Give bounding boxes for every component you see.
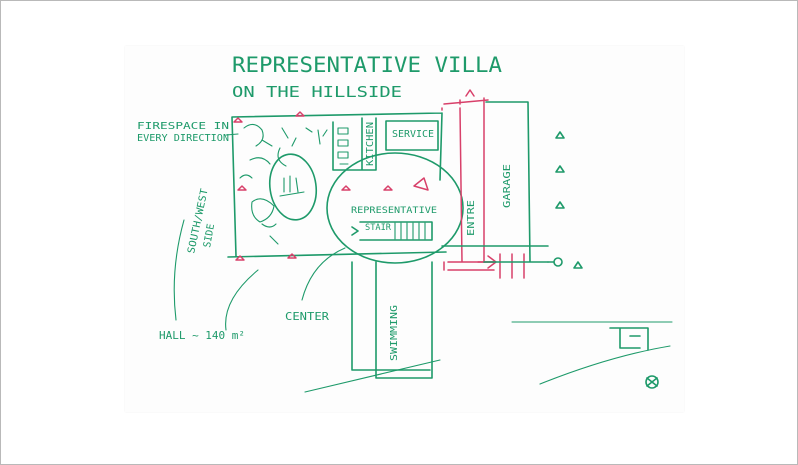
label-representative: REPRESENTATIVE	[351, 206, 437, 216]
pink-marker-3	[235, 255, 245, 261]
pink-marker-5	[341, 185, 351, 191]
stair-treads	[394, 222, 426, 240]
entry-steps	[499, 253, 525, 279]
pink-marker-8	[413, 177, 429, 191]
service-room	[385, 120, 439, 151]
label-stair: STAIR	[365, 223, 392, 233]
north-arrow-cross	[646, 377, 658, 387]
hall-leader	[225, 269, 259, 331]
view-marker-3	[555, 201, 565, 209]
pink-marker-7	[287, 253, 297, 259]
label-swimming: SWIMMING	[389, 305, 400, 361]
label-garage: GARAGE	[502, 164, 513, 208]
center-oval	[326, 152, 464, 264]
label-kitchen: KITCHEN	[365, 122, 376, 166]
pink-marker-1	[233, 117, 243, 123]
view-marker-4	[573, 261, 583, 269]
terrain-line-2	[539, 345, 671, 385]
red-marker	[465, 89, 475, 97]
label-hall: HALL ~ 140 m²	[159, 329, 245, 342]
firespace-leader	[225, 133, 239, 136]
kitchen-block	[332, 117, 377, 171]
label-side: SIDE	[202, 223, 217, 249]
title-line1: REPRESENTATIVE VILLA	[232, 53, 502, 77]
label-entre: ENTRE	[466, 200, 477, 236]
representative-stair	[359, 221, 433, 241]
section-sketch	[609, 327, 649, 351]
label-service: SERVICE	[392, 129, 434, 140]
living-wing-outline	[227, 112, 447, 258]
view-marker-1	[555, 131, 565, 139]
label-firespace-line1: FIRESPACE IN	[137, 121, 229, 132]
fireplace-oval	[268, 153, 318, 221]
sketch-paper	[125, 46, 684, 412]
kitchen-units	[337, 127, 349, 165]
garage-outline	[441, 101, 549, 263]
label-center: CENTER	[285, 310, 329, 323]
pink-marker-4	[295, 111, 305, 117]
fireplace-marks	[279, 175, 305, 197]
north-arrow-icon	[645, 375, 659, 389]
label-firespace-line2: EVERY DIRECTION	[137, 133, 229, 144]
entre-garage-block	[441, 97, 489, 271]
title-line2: ON THE HILLSIDE	[232, 83, 402, 101]
pink-marker-2	[237, 185, 247, 191]
entry-lamp-circle	[553, 257, 563, 267]
pool-edge-line	[304, 359, 441, 393]
center-leader	[301, 247, 346, 301]
view-marker-2	[555, 165, 565, 173]
stair-arrow	[351, 226, 359, 236]
southwest-leader	[173, 219, 185, 321]
pink-marker-6	[383, 185, 393, 191]
swimming-pool	[351, 261, 433, 379]
